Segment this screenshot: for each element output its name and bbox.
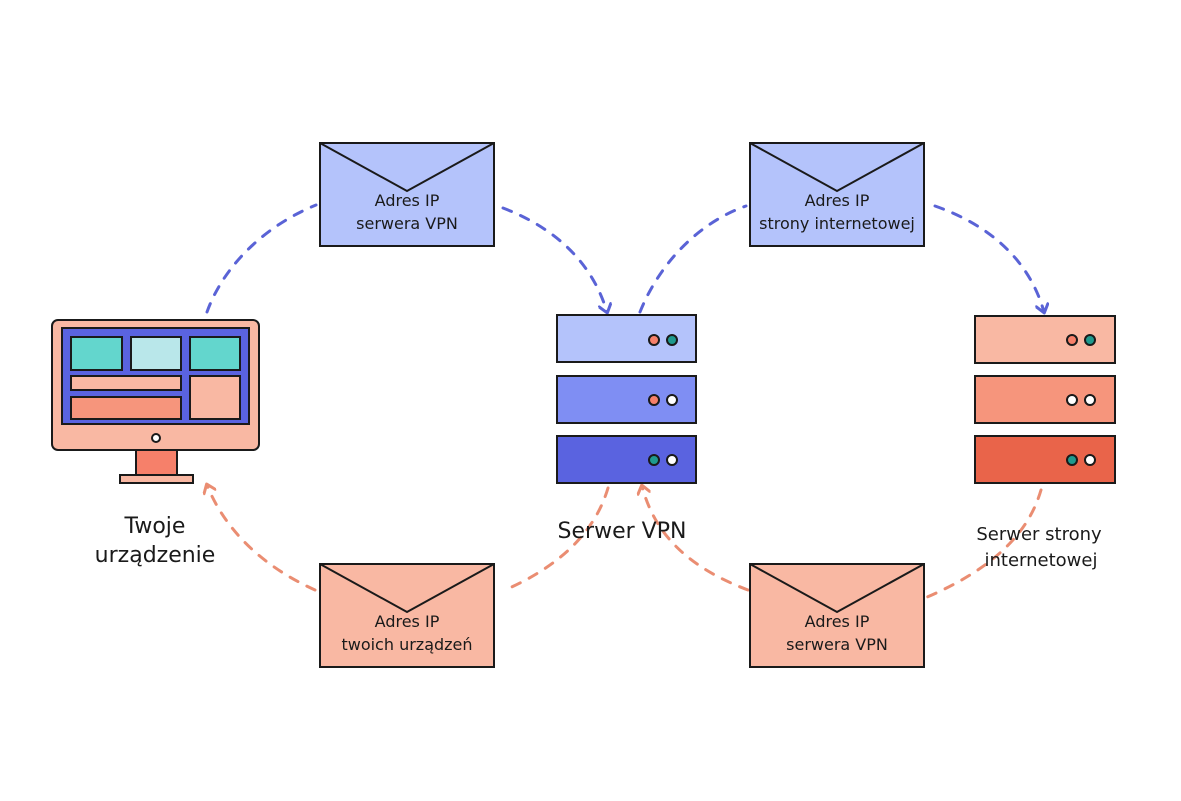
envelope-to-website-line2: strony internetowej <box>759 214 915 233</box>
vpn-server-unit-1 <box>556 314 697 363</box>
envelope-icon <box>749 142 925 247</box>
vpn-server-label: Serwer VPN <box>558 519 687 544</box>
envelope-to-website: Adres IP strony internetowej <box>749 142 925 247</box>
web-server-unit-1 <box>974 315 1116 364</box>
arrow-envelope-return-to-vpn-server <box>642 486 750 592</box>
arrow-web-server-to-envelope-return <box>923 488 1043 600</box>
device-label-line1: Twoje <box>124 514 186 539</box>
arrow-device-to-envelope-vpn <box>205 203 318 314</box>
web-server-rack-icon <box>974 315 1116 484</box>
arrow-vpn-server-to-envelope-web <box>638 204 748 314</box>
vpn-server-unit-3 <box>556 435 697 484</box>
envelope-from-website-line1: Adres IP <box>805 612 870 631</box>
envelope-to-vpn-line2: serwera VPN <box>356 214 458 233</box>
arrow-envelope-to-web-server <box>933 204 1044 312</box>
envelope-to-website-line1: Adres IP <box>805 191 870 210</box>
envelope-icon <box>749 563 925 668</box>
envelope-from-website-line2: serwera VPN <box>786 635 888 654</box>
web-server-unit-3 <box>974 435 1116 484</box>
web-server-unit-2 <box>974 375 1116 424</box>
arrow-envelope-to-device <box>207 485 317 592</box>
flow-paths <box>205 203 1044 600</box>
envelope-to-vpn: Adres IP serwera VPN <box>319 142 495 247</box>
envelope-from-website: Adres IP serwera VPN <box>749 563 925 668</box>
envelope-to-device-line1: Adres IP <box>375 612 440 631</box>
web-server-label-line1: Serwer strony <box>976 524 1102 545</box>
envelope-icon <box>319 142 495 247</box>
device-label-line2: urządzenie <box>95 543 216 568</box>
envelope-to-device: Adres IP twoich urządzeń <box>319 563 495 668</box>
vpn-server-unit-2 <box>556 375 697 424</box>
arrow-envelope-to-vpn-server <box>501 206 607 312</box>
envelope-to-vpn-line1: Adres IP <box>375 191 440 210</box>
envelope-icon <box>319 563 495 668</box>
envelope-to-device-line2: twoich urządzeń <box>341 635 472 654</box>
power-button-icon <box>151 433 161 443</box>
desktop-monitor-icon <box>51 319 260 484</box>
web-server-label-line2: internetowej <box>985 550 1098 571</box>
vpn-server-rack-icon <box>556 314 697 484</box>
